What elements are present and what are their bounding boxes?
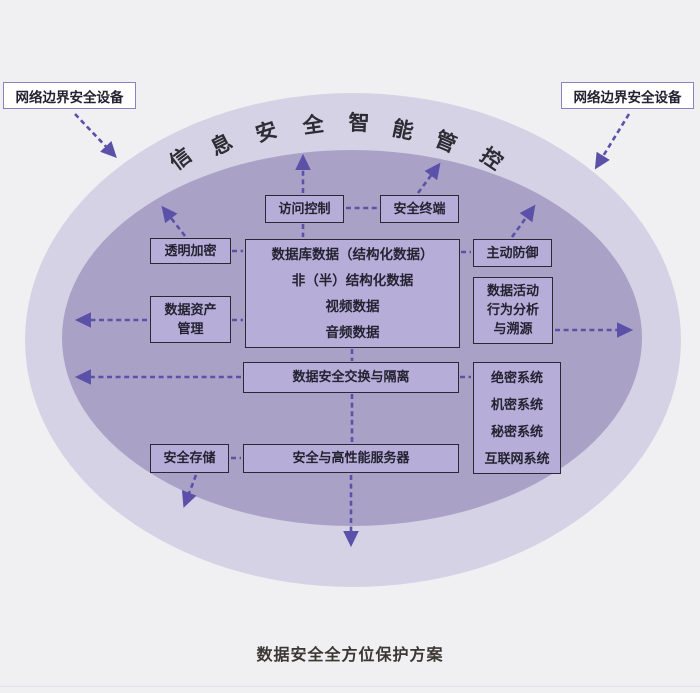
system-secret: 秘密系统 bbox=[490, 424, 543, 439]
node-data-asset-line2: 管理 bbox=[177, 320, 204, 336]
network-boundary-device-right: 网络边界安全设备 bbox=[561, 82, 694, 109]
node-transparent-encryption-label: 透明加密 bbox=[164, 242, 217, 258]
node-exchange-isolation: 数据安全交换与隔离 bbox=[243, 362, 459, 393]
data-type-audio: 音频数据 bbox=[325, 324, 380, 340]
node-activity-analysis: 数据活动 行为分析 与溯源 bbox=[473, 277, 553, 344]
node-activity-line3: 与溯源 bbox=[493, 320, 533, 336]
node-activity-line1: 数据活动 bbox=[486, 283, 539, 299]
diagram-caption: 数据安全全方位保护方案 bbox=[256, 647, 444, 664]
node-secure-storage-label: 安全存储 bbox=[163, 450, 216, 466]
node-transparent-encryption: 透明加密 bbox=[150, 238, 231, 264]
data-type-structured: 数据库数据（结构化数据） bbox=[271, 246, 434, 262]
bottom-divider bbox=[0, 686, 700, 687]
system-confidential: 机密系统 bbox=[490, 397, 543, 412]
node-server-label: 安全与高性能服务器 bbox=[292, 450, 410, 466]
node-activity-line2: 行为分析 bbox=[486, 302, 539, 318]
node-data-types: 数据库数据（结构化数据） 非（半）结构化数据 视频数据 音频数据 bbox=[245, 239, 460, 348]
network-boundary-device-left: 网络边界安全设备 bbox=[3, 82, 136, 109]
node-data-asset-line1: 数据资产 bbox=[164, 301, 217, 317]
node-server: 安全与高性能服务器 bbox=[243, 444, 459, 473]
node-access-control: 访问控制 bbox=[265, 195, 344, 223]
arrow-external-left bbox=[74, 113, 117, 159]
data-type-video: 视频数据 bbox=[325, 298, 380, 314]
arrow-external-right bbox=[594, 113, 631, 170]
node-secure-terminal: 安全终端 bbox=[380, 195, 459, 223]
node-classified-systems: 绝密系统 机密系统 秘密系统 互联网系统 bbox=[473, 362, 561, 474]
network-boundary-device-left-label: 网络边界安全设备 bbox=[15, 89, 124, 105]
node-secure-terminal-label: 安全终端 bbox=[393, 200, 446, 216]
arc-title-char: 全 bbox=[301, 112, 326, 139]
node-active-defense: 主动防御 bbox=[473, 239, 552, 267]
node-active-defense-label: 主动防御 bbox=[486, 244, 539, 260]
system-internet: 互联网系统 bbox=[484, 451, 550, 466]
node-secure-storage: 安全存储 bbox=[150, 444, 229, 473]
node-exchange-isolation-label: 数据安全交换与隔离 bbox=[292, 369, 410, 385]
network-boundary-device-right-label: 网络边界安全设备 bbox=[573, 89, 682, 105]
node-data-asset-mgmt: 数据资产 管理 bbox=[150, 296, 231, 343]
node-access-control-label: 访问控制 bbox=[278, 200, 331, 216]
arc-title-char: 智 bbox=[348, 111, 370, 136]
system-top-secret: 绝密系统 bbox=[490, 370, 543, 385]
data-type-unstructured: 非（半）结构化数据 bbox=[291, 272, 414, 288]
